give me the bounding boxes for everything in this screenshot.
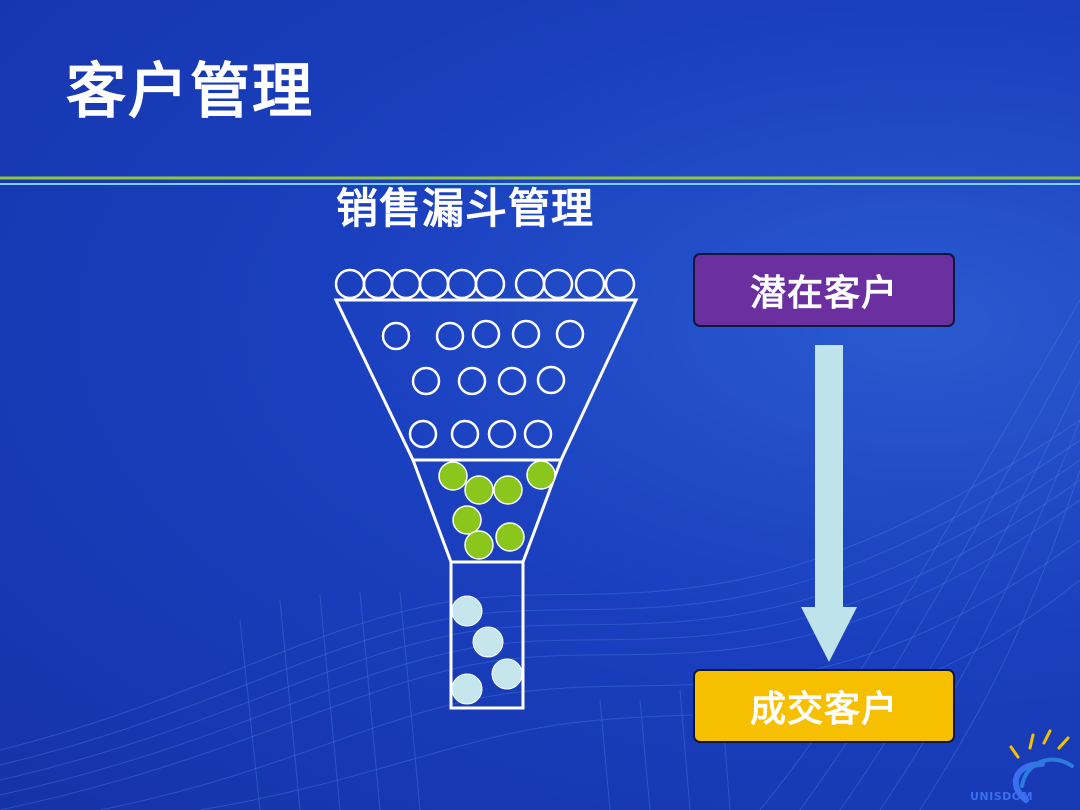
funnel-subtitle: 销售漏斗管理 [336, 184, 595, 233]
closed-customer-label: 成交客户 [749, 689, 898, 730]
funnel-open-circles [334, 268, 636, 449]
potential-customer-box: 潜在客户 [693, 253, 955, 327]
funnel-diagram [333, 298, 639, 710]
sun-logo-icon [1009, 729, 1074, 803]
potential-customer-label: 潜在客户 [749, 273, 898, 314]
company-logo-text: UNISDOM [970, 790, 1034, 803]
funnel-converted-balls [451, 595, 523, 705]
slide-title: 客户管理 [66, 57, 314, 127]
down-arrow-icon [801, 345, 857, 662]
closed-customer-box: 成交客户 [693, 669, 955, 743]
funnel-green-balls [438, 460, 556, 560]
funnel-bottom-tube [449, 560, 525, 710]
